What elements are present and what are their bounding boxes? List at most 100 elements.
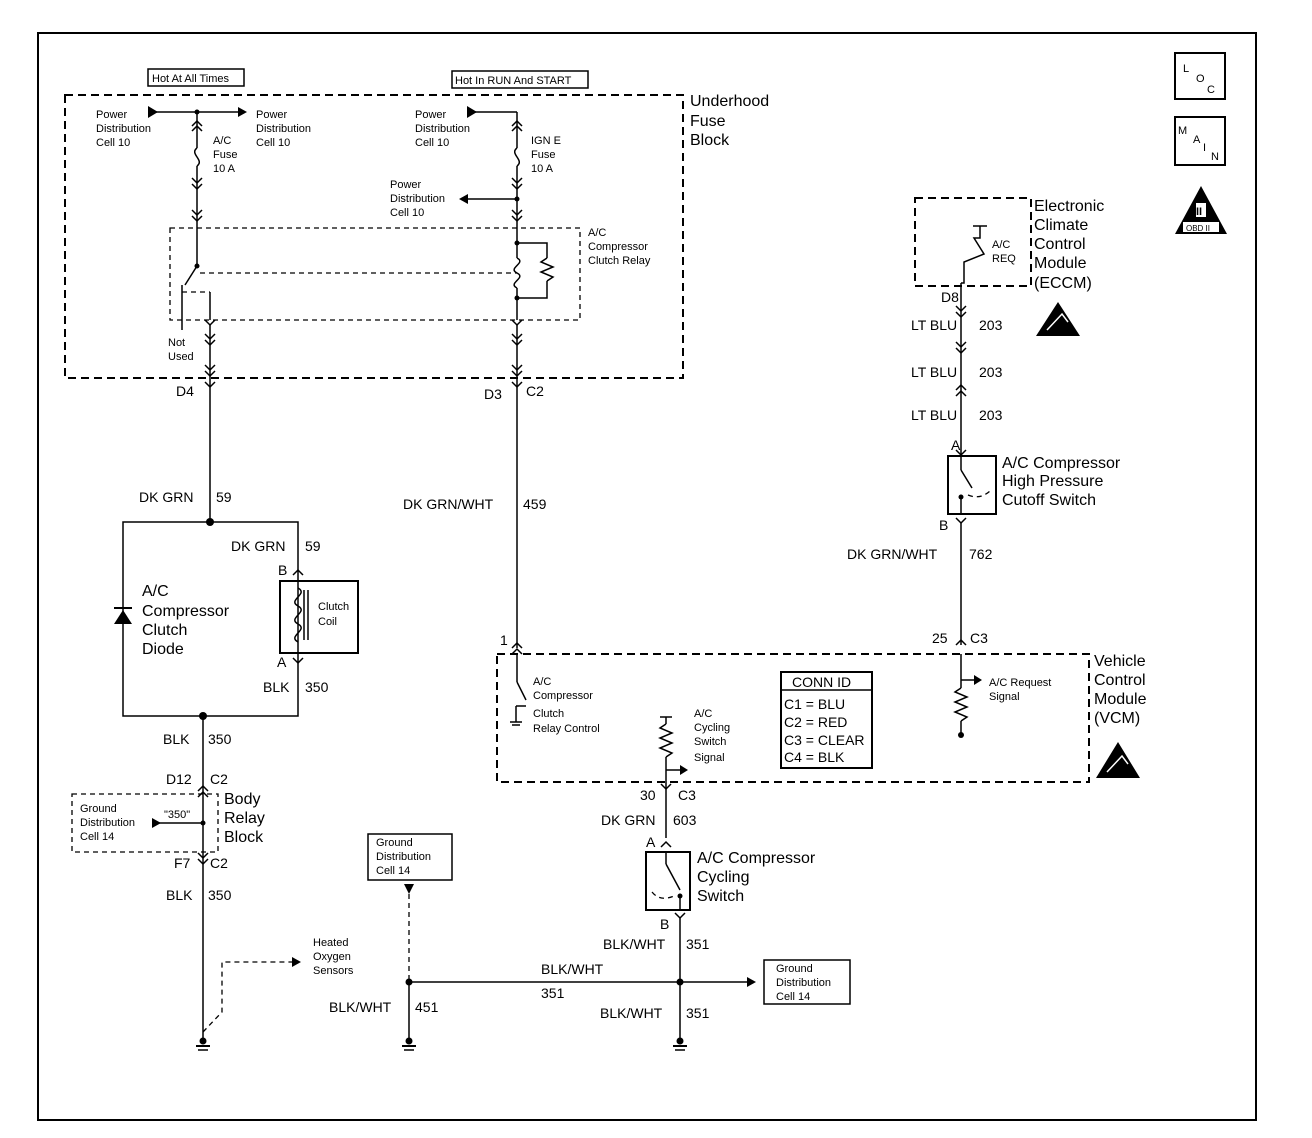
clutch-loop <box>122 521 299 717</box>
conn-row-c1: C1 = BLU <box>784 696 845 712</box>
w451-color: BLK/WHT <box>329 999 392 1015</box>
eccm-ac-req-label: A/C REQ <box>992 239 1016 265</box>
main-badge[interactable]: M A I N <box>1174 116 1226 166</box>
w351b-color: BLK/WHT <box>541 961 604 977</box>
loc-letter-l: L <box>1183 63 1189 75</box>
w350a-num: 350 <box>305 679 329 695</box>
o2-sensors-label: Heated Oxygen Sensors <box>313 937 354 977</box>
body-ground-label: Ground Distribution Cell 14 <box>80 803 138 843</box>
w203b-color: LT BLU <box>911 364 957 380</box>
vcm-pin-c3: C3 <box>970 630 988 646</box>
pin-d3: D3 <box>484 386 502 402</box>
clutch-pin-b: B <box>278 562 287 578</box>
w203a-color: LT BLU <box>911 317 957 333</box>
pin-d4: D4 <box>176 383 194 399</box>
hp-pin-a: A <box>951 437 961 453</box>
hp-cutoff-switch <box>947 449 997 525</box>
conn-id-table <box>780 671 873 769</box>
body-relay-title: Body Relay Block <box>224 791 269 846</box>
w59b-num: 59 <box>305 538 321 554</box>
esd-icon-eccm <box>1036 302 1080 336</box>
fuse-block-title: Underhood Fuse Block <box>690 93 774 149</box>
w762-num: 762 <box>969 546 993 562</box>
vcm-pin-25: 25 <box>932 630 948 646</box>
clutch-coil <box>279 580 359 654</box>
conn-id-title: CONN ID <box>792 674 851 690</box>
hp-switch-title: A/C Compressor High Pressure Cutoff Swit… <box>1002 455 1125 509</box>
clutch-diode <box>114 607 132 624</box>
cyc-pin-a: A <box>646 834 656 850</box>
eccm-module <box>914 197 1032 287</box>
ign-power-bus <box>467 106 517 118</box>
ground-symbol-3 <box>673 1037 687 1051</box>
clutch-pin-a: A <box>277 654 287 670</box>
not-used-label: Not Used <box>168 337 194 363</box>
ac-fuse <box>191 112 203 228</box>
ground-dist-left <box>367 833 453 881</box>
body-pin-f7: F7 <box>174 855 191 871</box>
main-letter-m: M <box>1178 125 1187 137</box>
w350b-num: 350 <box>208 731 232 747</box>
loc-badge[interactable]: L O C <box>1174 52 1226 100</box>
w459-num: 459 <box>523 496 547 512</box>
w203c-color: LT BLU <box>911 407 957 423</box>
ac-clutch-relay <box>169 227 581 321</box>
cycling-signal-label: A/C Cycling Switch Signal <box>694 708 733 764</box>
relay-contacts <box>181 228 517 320</box>
vcm-cycling-signal <box>658 716 688 782</box>
ground-right-label: Ground Distribution Cell 14 <box>776 963 834 1003</box>
ign-fuse-label: IGN E Fuse 10 A <box>531 135 564 175</box>
diagram-frame <box>37 32 1257 1121</box>
w59b-color: DK GRN <box>231 538 285 554</box>
cyc-pin-b: B <box>660 916 669 932</box>
hot-at-all-times-label: Hot At All Times <box>147 68 245 87</box>
wire-203 <box>955 298 967 455</box>
main-letter-n: N <box>1211 151 1219 163</box>
main-letter-i: I <box>1203 142 1206 154</box>
vcm-module <box>496 653 1090 783</box>
loc-letter-c: C <box>1207 84 1215 96</box>
vcm-pin-30: 30 <box>640 787 656 803</box>
w459-color: DK GRN/WHT <box>403 496 494 512</box>
w451-num: 451 <box>415 999 439 1015</box>
w59a-color: DK GRN <box>139 489 193 505</box>
ac-fuse-label: A/C Fuse 10 A <box>213 135 241 175</box>
cycling-switch-title: A/C Compressor Cycling Switch <box>697 850 820 905</box>
w603-color: DK GRN <box>601 812 655 828</box>
w203a-num: 203 <box>979 317 1003 333</box>
ground-symbol-2 <box>402 1037 416 1051</box>
w351b-num: 351 <box>541 985 565 1001</box>
obd-ii-icon[interactable]: II OBD II <box>1175 186 1227 234</box>
pd-ign-out-label: Power Distribution Cell 10 <box>390 179 448 219</box>
hot-in-run-label: Hot In RUN And START <box>451 70 589 89</box>
vcm-pin-1: 1 <box>500 632 508 648</box>
svg-text:Hot In RUN And START: Hot In RUN And START <box>455 75 572 87</box>
clutch-coil-label: Clutch Coil <box>318 601 352 628</box>
hp-pin-b: B <box>939 517 948 533</box>
vcm-request-signal <box>953 654 982 738</box>
conn-row-c2: C2 = RED <box>784 714 847 730</box>
underhood-fuse-block <box>64 94 684 379</box>
w350a-color: BLK <box>263 679 290 695</box>
loc-letter-o: O <box>1196 73 1205 85</box>
w59a-num: 59 <box>216 489 232 505</box>
pin-c2: C2 <box>526 383 544 399</box>
w350c-num: 350 <box>208 887 232 903</box>
left-power-bus <box>148 106 247 118</box>
splice-350-label: "350" <box>164 809 190 821</box>
eccm-ac-req-switch <box>960 225 987 298</box>
main-letter-a: A <box>1193 134 1201 146</box>
ground-left-label: Ground Distribution Cell 14 <box>376 837 434 877</box>
vcm-relay-control <box>510 654 527 726</box>
w762-color: DK GRN/WHT <box>847 546 938 562</box>
ground-dist-right <box>763 959 851 1005</box>
w350b-color: BLK <box>163 731 190 747</box>
w351c-num: 351 <box>686 1005 710 1021</box>
request-signal-label: A/C Request Signal <box>989 677 1054 703</box>
eccm-title: Electronic Climate Control Module (ECCM) <box>1034 198 1109 292</box>
pd-left-label: Power Distribution Cell 10 <box>96 109 154 149</box>
obd-roman: II <box>1196 206 1202 218</box>
body-pin-d12: D12 <box>166 771 192 787</box>
body-pin-c2a: C2 <box>210 771 228 787</box>
